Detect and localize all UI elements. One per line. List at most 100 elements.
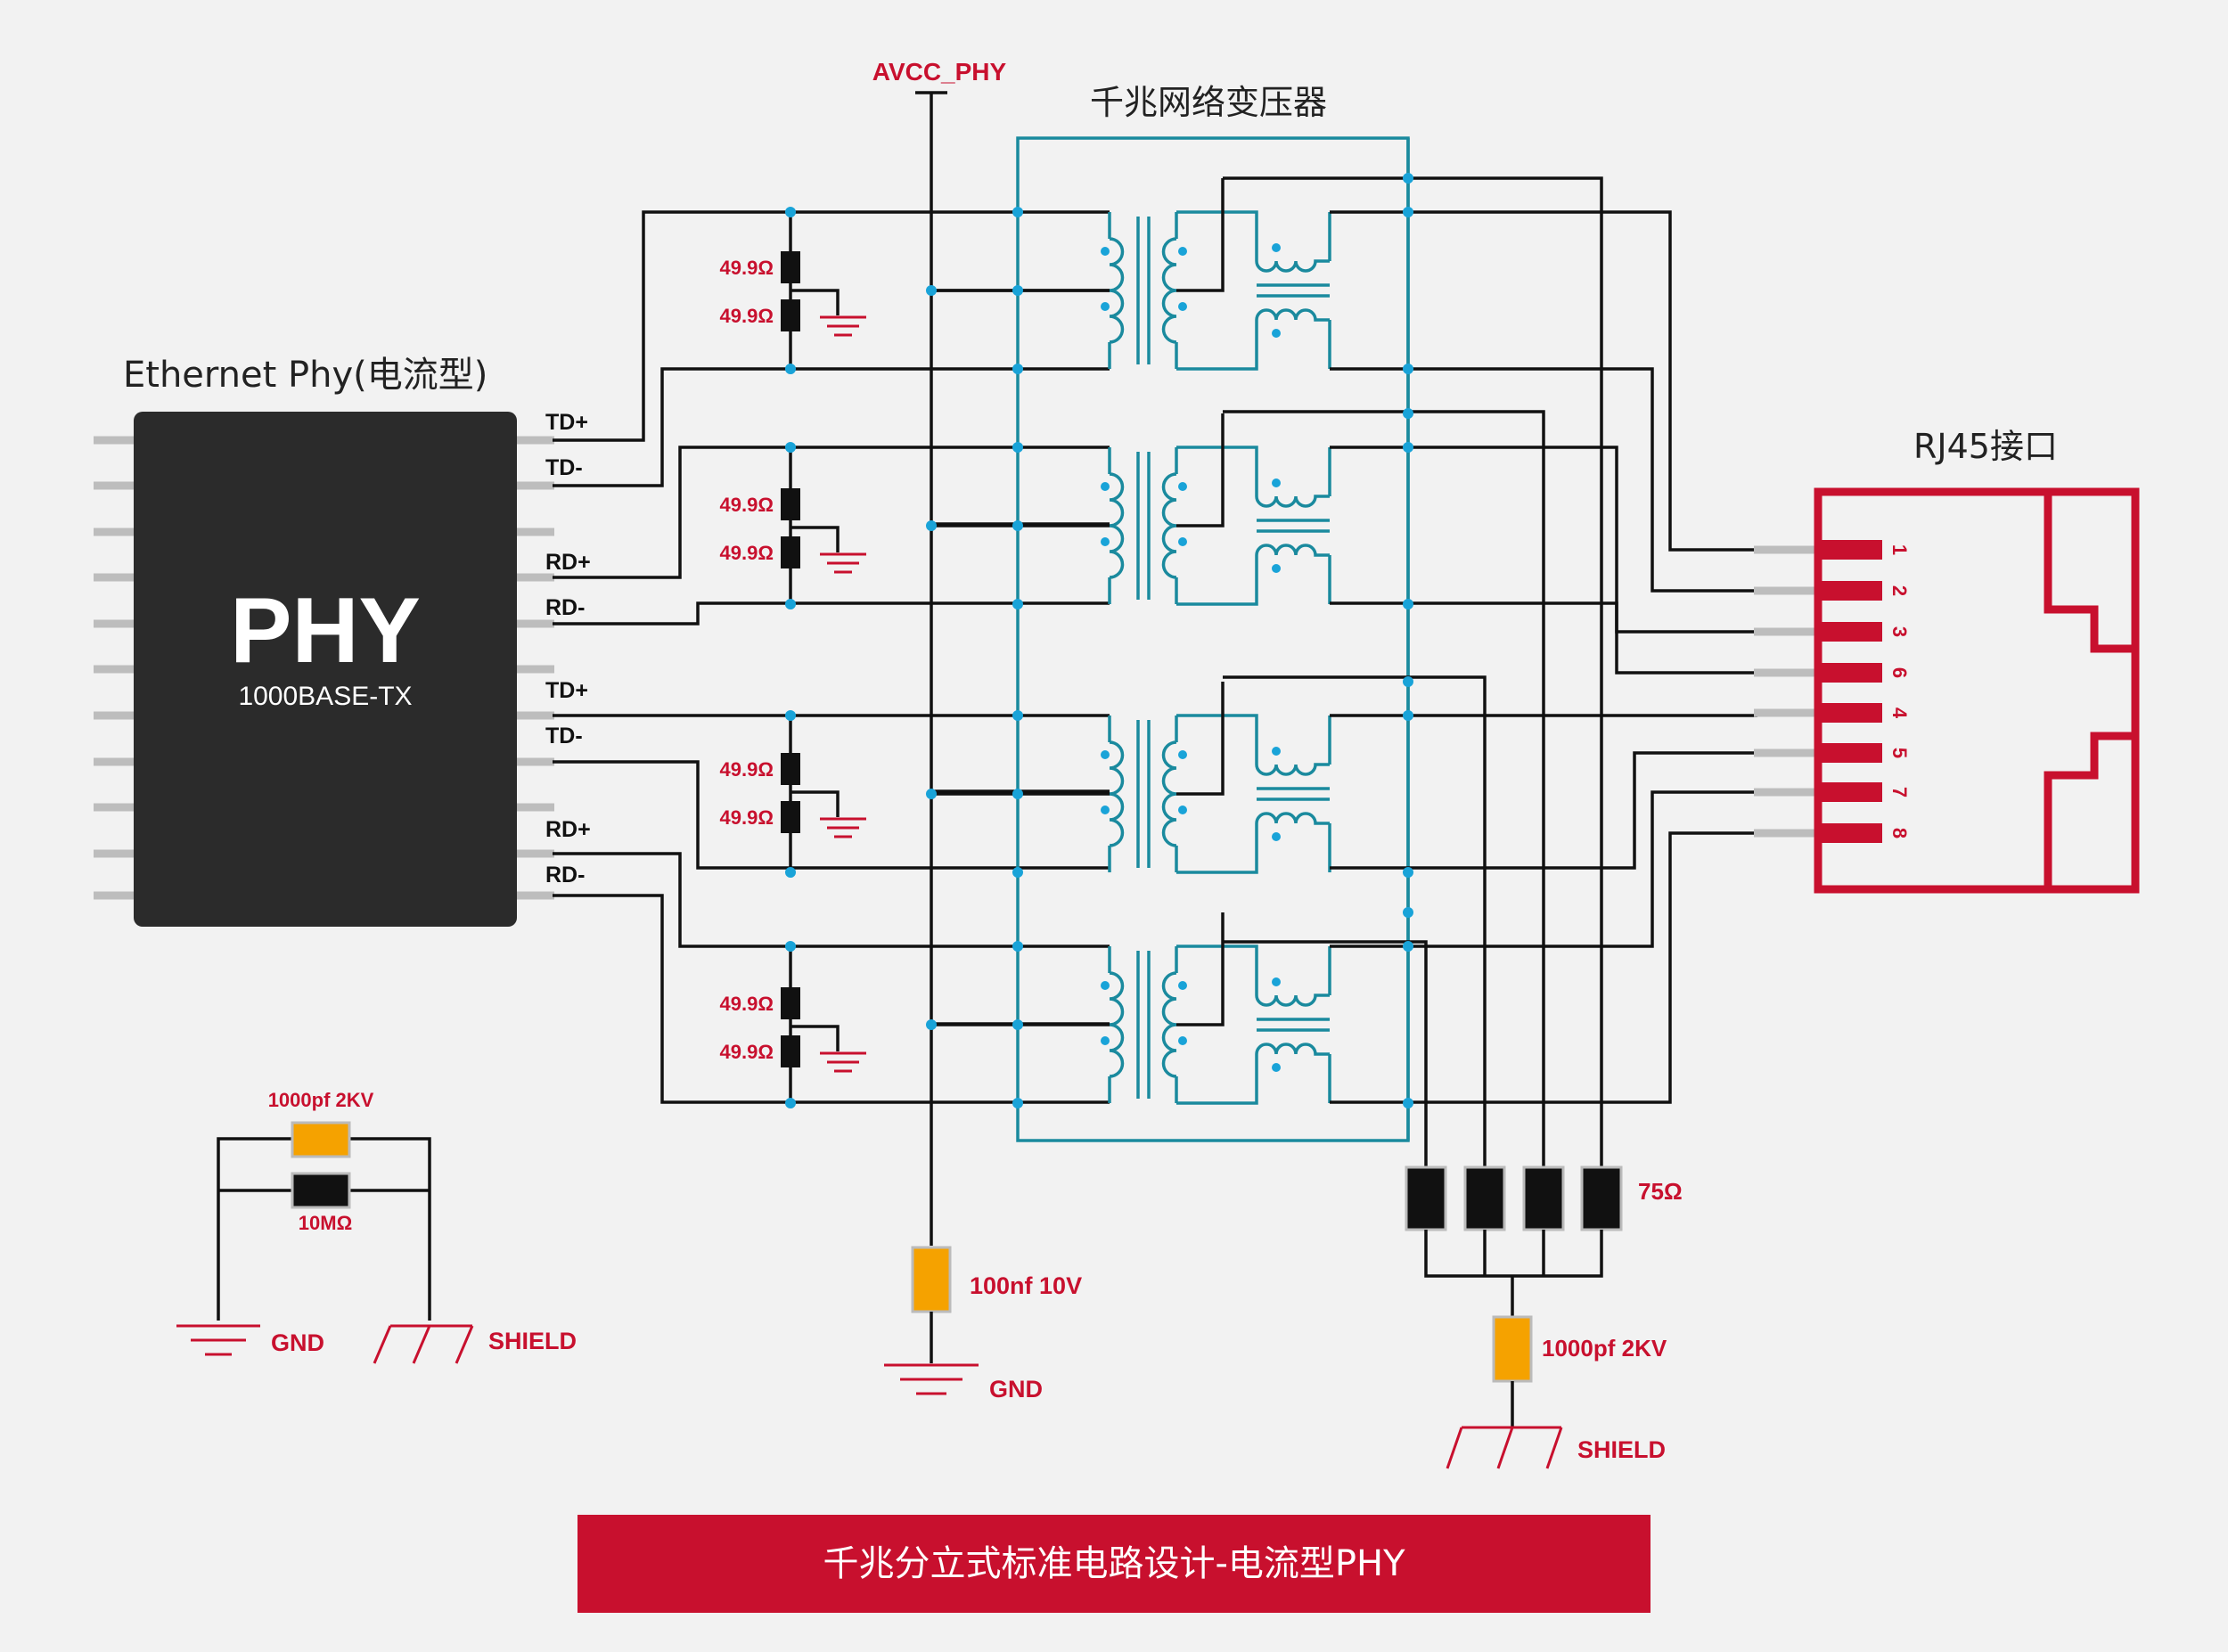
- resistor-pair-4: [781, 987, 840, 1067]
- polarity-dot: [1272, 747, 1281, 756]
- polarity-dot: [1178, 1036, 1187, 1045]
- junction-dot: [1403, 408, 1413, 419]
- rj45-pin-7: 7: [1888, 787, 1911, 797]
- center-tap-secondary: [1176, 178, 1225, 292]
- choke-wire: [1176, 320, 1258, 371]
- center-tap-secondary: [1176, 912, 1225, 1026]
- iso-shield-label: SHIELD: [488, 1328, 577, 1354]
- polarity-dot: [1101, 482, 1110, 491]
- chip-left-pins: [94, 436, 135, 900]
- resistor-pair-2: [781, 488, 840, 568]
- junction-dot: [1403, 867, 1413, 878]
- r-label-8: 49.9Ω: [720, 1041, 774, 1063]
- polarity-dot: [1272, 1063, 1281, 1072]
- avcc-rail: AVCC_PHY: [872, 58, 1007, 1246]
- footer-title: 千兆分立式标准电路设计-电流型PHY: [823, 1543, 1405, 1584]
- polarity-dot: [1178, 981, 1187, 990]
- transformer-title: 千兆网络变压器: [1090, 83, 1327, 122]
- junction-dot: [1403, 599, 1413, 609]
- rj45-pin-3: 3: [1888, 626, 1911, 637]
- junction-dot: [1012, 442, 1023, 453]
- polarity-dot: [1101, 537, 1110, 546]
- pin-label-rd-plus-2: RD+: [545, 817, 591, 842]
- junction-dot: [1012, 1019, 1023, 1030]
- junction-dot: [926, 789, 937, 799]
- r-label-4: 49.9Ω: [720, 542, 774, 564]
- junction-dot: [1012, 520, 1023, 531]
- decoupling-cap-label: 100nf 10V: [970, 1272, 1082, 1299]
- pin-label-td-minus-1: TD-: [545, 455, 583, 480]
- junction-dot: [1403, 710, 1413, 721]
- rj45-body: [1814, 487, 2140, 894]
- iso-cap-label: 1000pf 2KV: [268, 1089, 374, 1111]
- junction-dot: [926, 520, 937, 531]
- choke-coil-top: [1255, 763, 1330, 776]
- chip-caption: Ethernet Phy(电流型): [123, 355, 487, 396]
- choke-coil-top: [1255, 994, 1330, 1007]
- small-grounds: [820, 315, 866, 1073]
- junction-dot: [1403, 676, 1413, 687]
- junction-dot: [1403, 207, 1413, 217]
- resistor-labels: 49.9Ω 49.9Ω 49.9Ω 49.9Ω 49.9Ω 49.9Ω 49.9…: [720, 257, 774, 1063]
- rj45-pin-8: 8: [1888, 828, 1911, 838]
- rj45-pin-numbers: 1 2 3 6 4 5 7 8: [1888, 544, 1911, 838]
- choke-wire: [1176, 945, 1258, 995]
- rj45-pin-4: 4: [1888, 707, 1911, 719]
- junction-dot: [926, 1019, 937, 1030]
- choke-wire: [1176, 446, 1258, 496]
- choke-coil-top: [1255, 495, 1330, 508]
- junction-dot: [785, 364, 796, 374]
- choke-coil-bottom: [1255, 308, 1330, 322]
- resistor-pair-3: [781, 753, 840, 833]
- choke-coil-top: [1255, 259, 1330, 273]
- pin-label-rd-minus-1: RD-: [545, 595, 585, 620]
- chip-right-pins: [515, 436, 554, 900]
- secondary-coil: [1161, 971, 1177, 1078]
- resistor-pair-1: [781, 251, 840, 331]
- iso-gnd-label: GND: [271, 1329, 324, 1356]
- r-label-3: 49.9Ω: [720, 494, 774, 516]
- polarity-dot: [1178, 302, 1187, 311]
- choke-wire: [1176, 210, 1258, 261]
- junction-dot: [1012, 789, 1023, 799]
- choke-coil-bottom: [1255, 544, 1330, 557]
- secondary-coil: [1161, 472, 1177, 579]
- iso-resistor: [291, 1172, 351, 1209]
- phy-to-transformer-wires: [553, 210, 1110, 1104]
- polarity-dot: [1272, 329, 1281, 338]
- polarity-dot: [1178, 247, 1187, 256]
- junction-dot: [785, 867, 796, 878]
- polarity-dot: [1272, 832, 1281, 841]
- primary-coil: [1109, 237, 1125, 344]
- rj45-pin-6: 6: [1888, 667, 1911, 678]
- center-tap-secondary: [1176, 682, 1225, 796]
- choke-wire: [1176, 823, 1258, 874]
- transformer-to-rj45-wires: [1223, 176, 1757, 1172]
- choke-wire: [1176, 555, 1258, 606]
- primary-coil: [1109, 971, 1125, 1078]
- chip-name: PHY: [230, 579, 421, 683]
- polarity-dot: [1101, 750, 1110, 759]
- termination-network: 75Ω 1000pf 2KV SHIELD: [1405, 1165, 1683, 1469]
- iso-cap: [291, 1121, 351, 1158]
- chip-subtitle: 1000BASE-TX: [238, 682, 412, 711]
- junction-dot: [1403, 173, 1413, 184]
- choke-coil-bottom: [1255, 1043, 1330, 1056]
- isolation-network: 1000pf 2KV 10MΩ GND SHIELD: [176, 1089, 577, 1364]
- term-shield-symbol: [1446, 1426, 1563, 1469]
- polarity-dot: [1272, 243, 1281, 252]
- secondary-coil: [1161, 740, 1177, 847]
- junction-dot: [1012, 1098, 1023, 1108]
- r-label-6: 49.9Ω: [720, 806, 774, 829]
- junction-dot: [1012, 207, 1023, 217]
- network-transformer: 千兆网络变压器: [931, 83, 1410, 1142]
- rj45-title: RJ45接口: [1913, 427, 2058, 466]
- term-cap-label: 1000pf 2KV: [1542, 1335, 1667, 1362]
- polarity-dot: [1178, 537, 1187, 546]
- junction-dot: [1403, 1098, 1413, 1108]
- polarity-dot: [1272, 478, 1281, 487]
- polarity-dot: [1101, 302, 1110, 311]
- junction-dot: [785, 941, 796, 952]
- primary-coil: [1109, 472, 1125, 579]
- junction-dot: [1012, 599, 1023, 609]
